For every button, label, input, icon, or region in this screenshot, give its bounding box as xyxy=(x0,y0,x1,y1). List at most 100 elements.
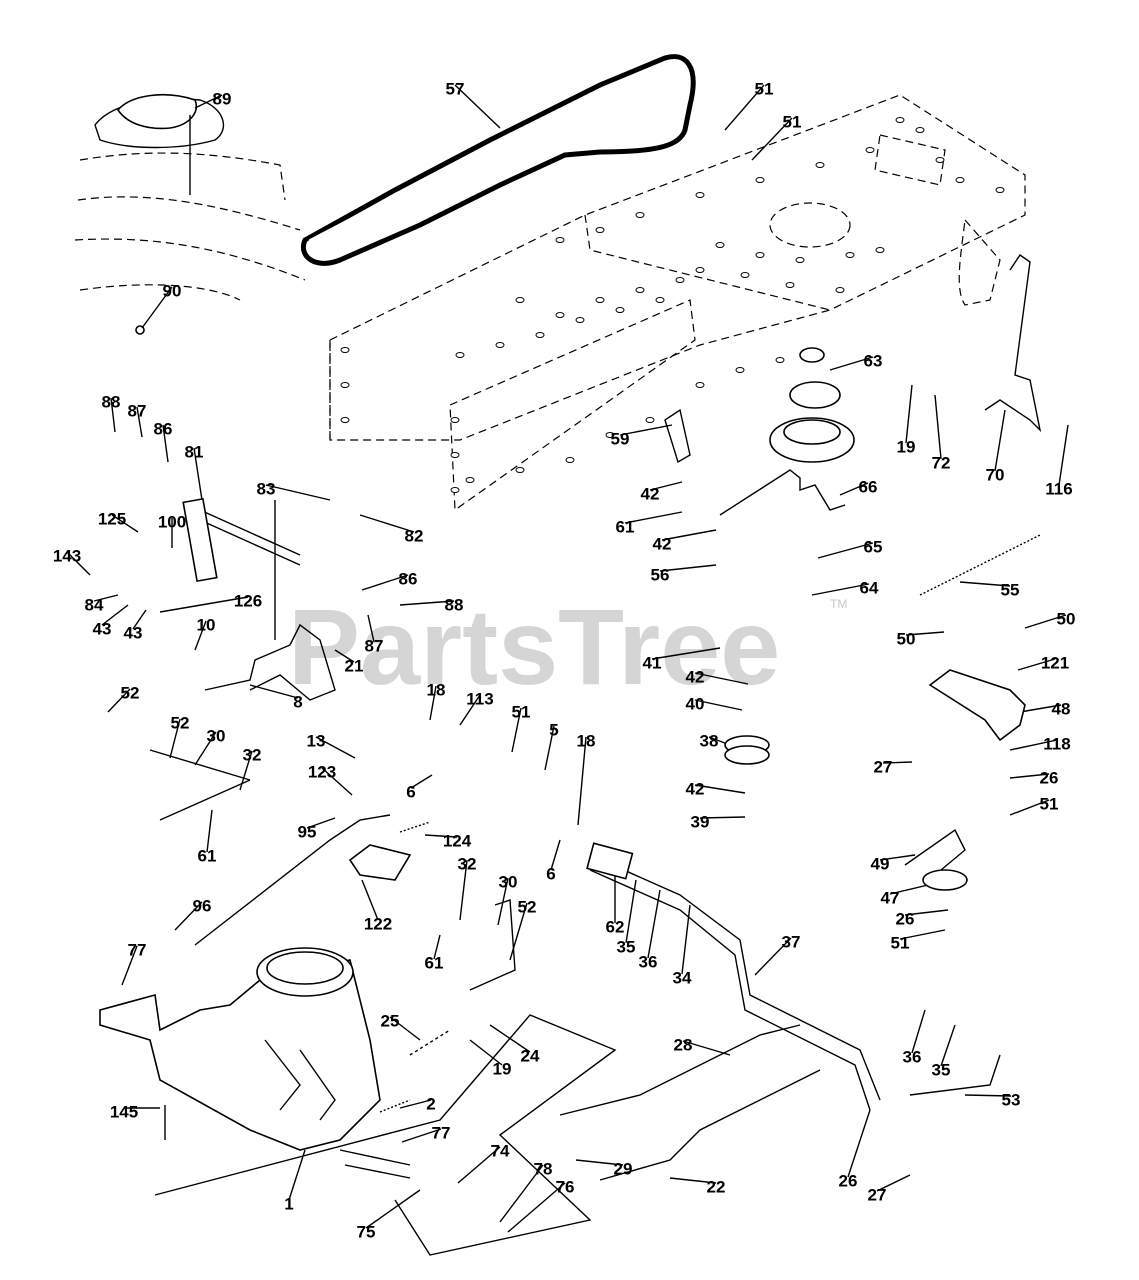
leader-line-43 xyxy=(101,604,129,626)
frame-hole xyxy=(735,367,745,373)
frame-hole xyxy=(340,382,350,388)
callout-62: 62 xyxy=(606,917,625,936)
leader-line-50 xyxy=(905,631,945,636)
callout-143: 143 xyxy=(53,546,81,565)
callout-70: 70 xyxy=(986,465,1005,484)
leader-line-42 xyxy=(694,672,749,685)
callout-51: 51 xyxy=(1040,794,1059,813)
callout-26: 26 xyxy=(1040,768,1059,787)
callout-10: 10 xyxy=(197,615,216,634)
frame-hole xyxy=(655,297,665,303)
frame-hole xyxy=(465,477,475,483)
fender-outline xyxy=(74,98,306,301)
callout-90: 90 xyxy=(163,281,182,300)
callout-96: 96 xyxy=(193,896,212,915)
callout-126: 126 xyxy=(234,591,262,610)
leader-line-42 xyxy=(694,784,746,794)
callout-78: 78 xyxy=(534,1159,553,1178)
leader-line-49 xyxy=(879,854,916,861)
callout-42: 42 xyxy=(653,534,672,553)
frame-hole xyxy=(895,117,905,123)
callout-81: 81 xyxy=(185,442,204,461)
leader-line-124 xyxy=(424,834,458,838)
callout-55: 55 xyxy=(1001,580,1020,599)
leader-line-30 xyxy=(497,877,509,926)
callout-116: 116 xyxy=(1045,479,1072,498)
frame-hole xyxy=(755,252,765,258)
leader-line-56 xyxy=(659,564,717,572)
callout-57: 57 xyxy=(446,79,465,98)
clutch-pulley-63 xyxy=(769,347,855,463)
leader-line-64 xyxy=(811,583,870,596)
callout-43: 43 xyxy=(93,619,112,638)
bracket-66 xyxy=(719,469,846,516)
rods-28-22-53 xyxy=(559,1024,1001,1181)
leader-line-55 xyxy=(959,581,1011,587)
callout-113: 113 xyxy=(466,689,493,708)
callout-59: 59 xyxy=(611,429,630,448)
leader-line-42 xyxy=(649,481,683,491)
watermark-trademark: TM xyxy=(830,597,847,611)
leader-line-25 xyxy=(389,1016,421,1041)
callout-39: 39 xyxy=(691,812,710,831)
leader-lines xyxy=(66,84,1069,1233)
bracket-122 xyxy=(348,844,412,881)
leader-line-76 xyxy=(507,1182,566,1233)
spring-25 xyxy=(409,1029,451,1056)
leader-line-88 xyxy=(399,600,455,606)
callout-82: 82 xyxy=(405,526,424,545)
leader-line-5 xyxy=(544,725,555,771)
callout-30: 30 xyxy=(207,726,226,745)
frame-hole xyxy=(515,297,525,303)
leader-line-70 xyxy=(994,409,1006,472)
callout-53: 53 xyxy=(1002,1090,1021,1109)
callout-61: 61 xyxy=(616,517,635,536)
callout-86: 86 xyxy=(399,569,418,588)
leader-line-22 xyxy=(669,1177,717,1184)
frame-hole xyxy=(340,347,350,353)
brackets-30 xyxy=(149,749,516,991)
leader-line-27 xyxy=(882,761,913,764)
frame-hole xyxy=(565,457,575,463)
leader-line-123 xyxy=(321,767,353,796)
callout-35: 35 xyxy=(932,1060,951,1079)
frame-holes xyxy=(340,117,1005,493)
leader-line-6 xyxy=(550,839,561,871)
callout-51: 51 xyxy=(783,112,802,131)
leader-line-86 xyxy=(361,574,409,591)
spring-124 xyxy=(399,821,431,833)
callout-32: 32 xyxy=(458,854,477,873)
frame-hole xyxy=(635,287,645,293)
belt-guide-70 xyxy=(984,254,1042,433)
callout-24: 24 xyxy=(521,1046,540,1065)
callout-29: 29 xyxy=(614,1159,633,1178)
frame-hole xyxy=(495,342,505,348)
callout-27: 27 xyxy=(868,1185,887,1204)
callout-66: 66 xyxy=(859,477,878,496)
frame-hole xyxy=(450,487,460,493)
leader-line-86 xyxy=(162,424,169,463)
bracket-59 xyxy=(664,408,691,464)
leader-line-59 xyxy=(619,424,673,436)
callout-32: 32 xyxy=(243,745,262,764)
callout-95: 95 xyxy=(298,822,317,841)
leader-line-26 xyxy=(847,1109,871,1178)
frame-hole xyxy=(575,317,585,323)
leader-line-40 xyxy=(694,699,743,711)
callout-40: 40 xyxy=(686,694,705,713)
leader-line-26 xyxy=(904,909,949,916)
callout-52: 52 xyxy=(171,713,190,732)
leader-line-77 xyxy=(121,945,138,986)
callout-49: 49 xyxy=(871,854,890,873)
transaxle-1 xyxy=(99,947,411,1179)
leader-line-87 xyxy=(136,406,143,438)
callout-87: 87 xyxy=(128,401,147,420)
leader-line-51 xyxy=(1009,799,1050,816)
callout-123: 123 xyxy=(308,762,336,781)
callout-87: 87 xyxy=(365,636,384,655)
callout-2: 2 xyxy=(426,1094,435,1113)
callout-88: 88 xyxy=(102,392,121,411)
leader-line-113 xyxy=(459,694,481,726)
callout-48: 48 xyxy=(1052,699,1071,718)
